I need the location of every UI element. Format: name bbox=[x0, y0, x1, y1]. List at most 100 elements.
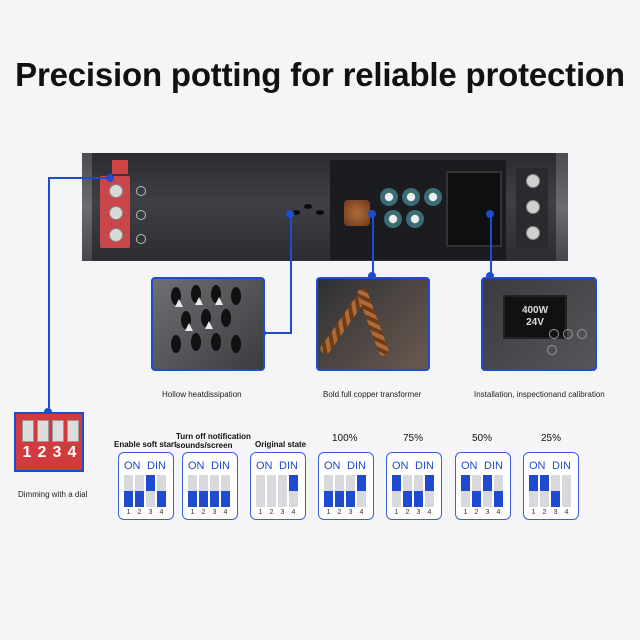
dip-switch-slot bbox=[210, 475, 219, 507]
dip-switch-lever bbox=[124, 491, 133, 507]
dial-number: 3 bbox=[52, 444, 62, 461]
screw-icon bbox=[526, 226, 540, 240]
vent-hole bbox=[316, 210, 324, 215]
on-label: ON bbox=[256, 460, 273, 472]
switch-number: 4 bbox=[427, 509, 432, 516]
caption-transformer: Bold full copper transformer bbox=[323, 390, 422, 399]
dip-switch-slot bbox=[324, 475, 333, 507]
dip-switch-lever bbox=[357, 475, 366, 491]
din-label: DIN bbox=[552, 460, 571, 472]
arrow-up-icon bbox=[215, 297, 223, 305]
arrow-up-icon bbox=[185, 323, 193, 331]
dip-switch-lever bbox=[289, 475, 298, 491]
on-label: ON bbox=[392, 460, 409, 472]
end-plate-right bbox=[556, 153, 568, 261]
arrow-up-icon bbox=[175, 299, 183, 307]
knob-icon bbox=[563, 329, 573, 339]
switch-number: 3 bbox=[148, 509, 153, 516]
connector-line bbox=[48, 177, 50, 413]
setting-label: 75% bbox=[403, 433, 424, 444]
dip-switch-lever bbox=[483, 475, 492, 491]
connector-dot bbox=[368, 272, 376, 280]
dip-switch-lever bbox=[472, 491, 481, 507]
display-module bbox=[446, 171, 502, 247]
knob-icon bbox=[549, 329, 559, 339]
switch-number: 4 bbox=[359, 509, 364, 516]
dip-switch-slot bbox=[199, 475, 208, 507]
dip-switch-lever bbox=[210, 491, 219, 507]
caption-calibration: Installation, inspectionand calibration bbox=[474, 390, 605, 399]
switch-number: 1 bbox=[258, 509, 263, 516]
voltage-display: 400W 24V bbox=[503, 295, 567, 339]
dip-switch-slot bbox=[188, 475, 197, 507]
setting-label: 100% bbox=[332, 433, 358, 444]
capacitor bbox=[402, 188, 420, 206]
dial-toggle bbox=[37, 420, 49, 442]
dip-switch-slot bbox=[472, 475, 481, 507]
switch-number: 2 bbox=[542, 509, 547, 516]
copper-coil bbox=[344, 200, 370, 226]
red-terminal-block bbox=[100, 176, 130, 248]
dip-switch-slot bbox=[346, 475, 355, 507]
dip-switch-lever bbox=[414, 491, 423, 507]
screw-icon bbox=[109, 206, 123, 220]
switch-number: 1 bbox=[190, 509, 195, 516]
capacitor bbox=[406, 210, 424, 228]
din-label: DIN bbox=[347, 460, 366, 472]
setting-label: Enable soft start bbox=[114, 440, 177, 449]
dip-switch-slot bbox=[146, 475, 155, 507]
dip-switch-slot bbox=[157, 475, 166, 507]
capacitor bbox=[384, 210, 402, 228]
black-terminal-block bbox=[516, 168, 548, 248]
dip-switch-slot bbox=[221, 475, 230, 507]
connector-line bbox=[262, 332, 292, 334]
dip-switch-lever bbox=[146, 475, 155, 491]
switch-number: 1 bbox=[463, 509, 468, 516]
dial-number: 1 bbox=[22, 444, 32, 461]
switch-number: 1 bbox=[394, 509, 399, 516]
calibration-display-photo: 400W 24V bbox=[481, 277, 597, 371]
dip-switch-lever bbox=[335, 491, 344, 507]
arrow-up-icon bbox=[195, 297, 203, 305]
connector-dot bbox=[106, 174, 114, 182]
vent-hole bbox=[304, 204, 312, 209]
dip-switch-lever bbox=[540, 475, 549, 491]
switch-number: 2 bbox=[269, 509, 274, 516]
switch-number: 2 bbox=[201, 509, 206, 516]
dip-switch-slot bbox=[414, 475, 423, 507]
screw-icon bbox=[109, 228, 123, 242]
connector-dot bbox=[368, 210, 376, 218]
switch-number: 3 bbox=[212, 509, 217, 516]
switch-number: 1 bbox=[531, 509, 536, 516]
connector-line bbox=[290, 214, 292, 334]
screw-icon bbox=[109, 184, 123, 198]
switch-number: 1 bbox=[326, 509, 331, 516]
dip-switch-slot bbox=[256, 475, 265, 507]
dip-switch-lever bbox=[346, 491, 355, 507]
switch-number: 3 bbox=[348, 509, 353, 516]
dip-switch-lever bbox=[188, 491, 197, 507]
switch-number: 4 bbox=[291, 509, 296, 516]
dip-switch-slot bbox=[461, 475, 470, 507]
din-label: DIN bbox=[484, 460, 503, 472]
dip-switch-lever bbox=[403, 491, 412, 507]
connector-dot bbox=[286, 210, 294, 218]
setting-label: 25% bbox=[541, 433, 562, 444]
dip-switch-slot bbox=[135, 475, 144, 507]
dip-switch-mini bbox=[112, 160, 128, 174]
dip-switch-slot bbox=[335, 475, 344, 507]
switch-number: 3 bbox=[416, 509, 421, 516]
dip-switch-slot bbox=[124, 475, 133, 507]
on-label: ON bbox=[124, 460, 141, 472]
dial-toggle bbox=[67, 420, 79, 442]
dip-switch-slot bbox=[357, 475, 366, 507]
capacitor bbox=[380, 188, 398, 206]
dip-switch-lever bbox=[551, 491, 560, 507]
dip-switch-slot bbox=[278, 475, 287, 507]
heat-dissipation-photo bbox=[151, 277, 265, 371]
